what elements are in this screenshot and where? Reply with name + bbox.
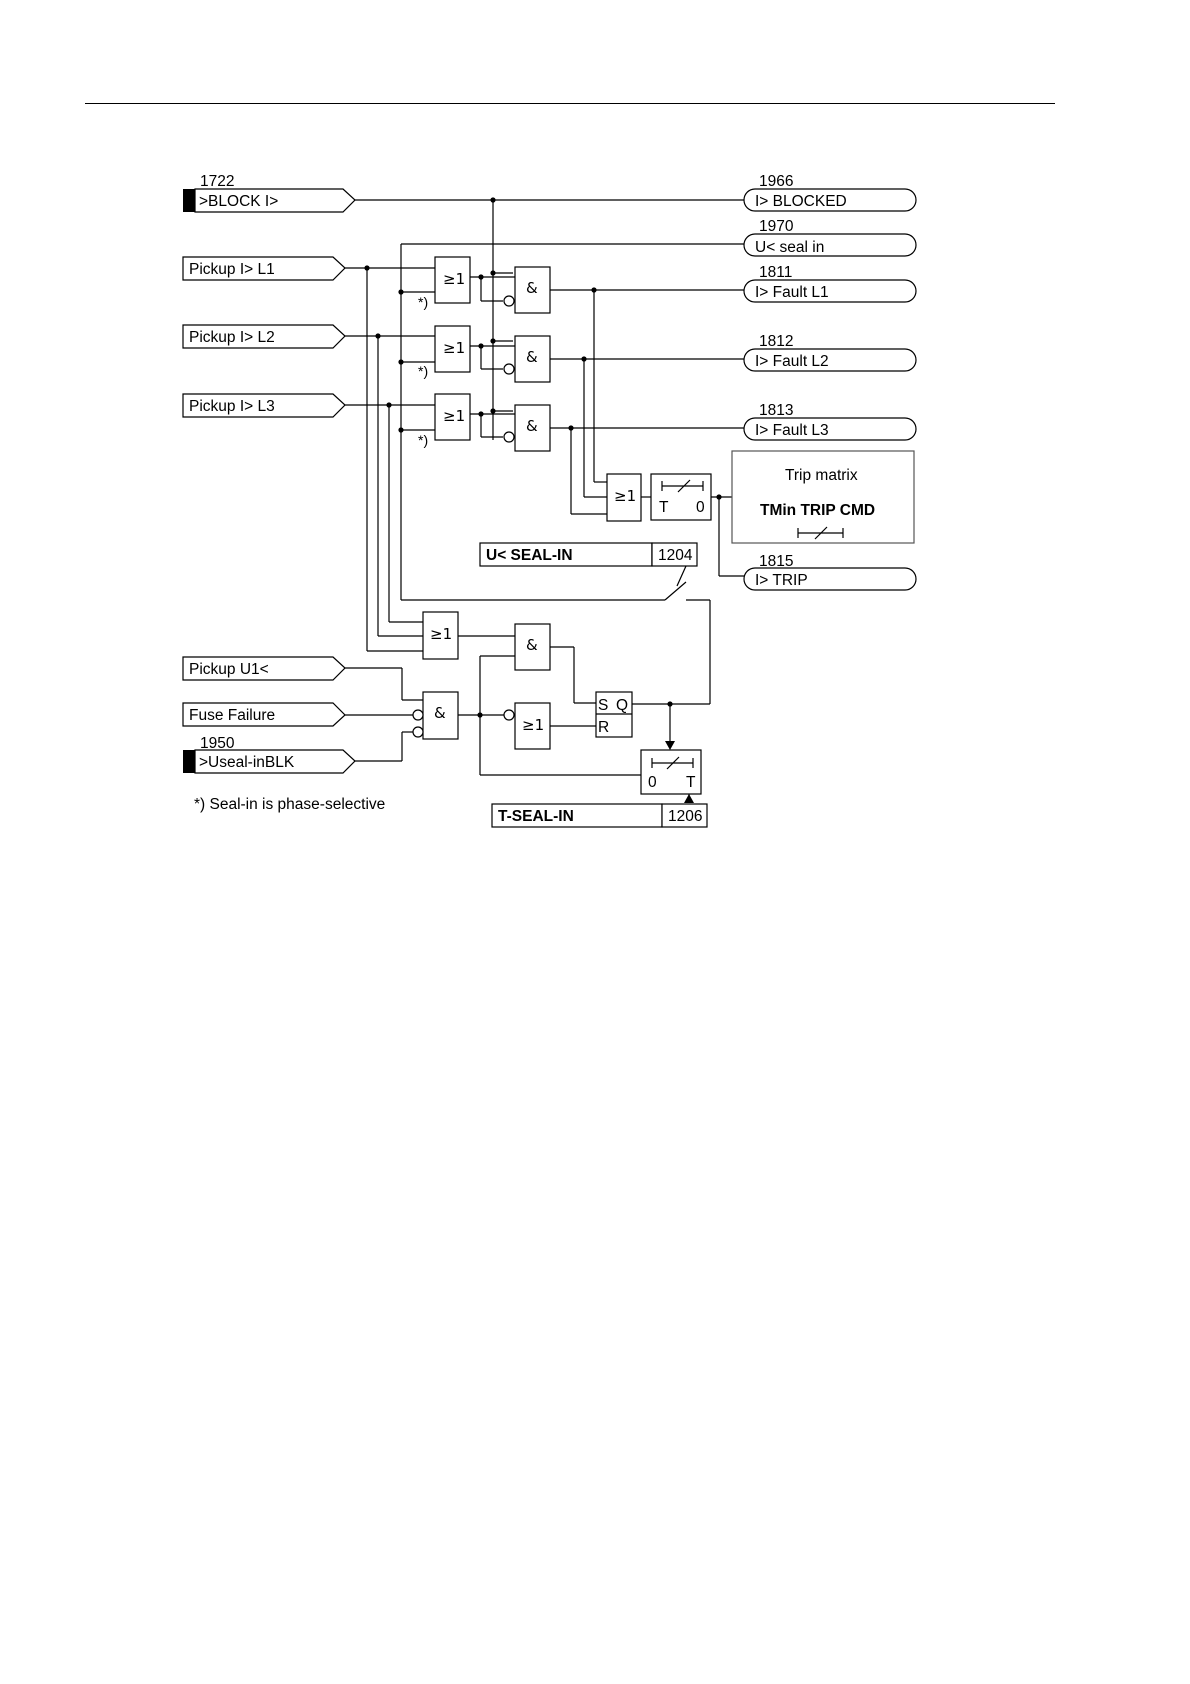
output-fault-l2: 1812 I> Fault L2	[743, 333, 917, 372]
or-gate-l3: ≥1 *)	[418, 393, 471, 448]
footnote: *) Seal-in is phase-selective	[194, 796, 385, 813]
fault-l2-label: I> Fault L2	[755, 353, 829, 370]
flipflop-r: R	[598, 719, 609, 736]
flipflop-s: S	[598, 697, 608, 714]
output-blocked: 1966 I> BLOCKED	[743, 173, 917, 212]
pickup-l1-label: Pickup I> L1	[189, 261, 275, 278]
trip-matrix-subtitle: TMin TRIP CMD	[760, 502, 875, 519]
blocked-label: I> BLOCKED	[755, 193, 847, 210]
and-gate-l2-symbol: &	[526, 348, 538, 366]
and-gate-l2: &	[503, 335, 551, 383]
or-gate-lower: ≥1	[422, 611, 459, 660]
trip-matrix: Trip matrix TMin TRIP CMD	[731, 450, 915, 544]
seal-timer: 0 T	[640, 741, 702, 803]
or-gate-trip: ≥1	[606, 473, 642, 522]
or-gate-l3-note: *)	[418, 432, 428, 448]
input-block-i: 1722 >BLOCK I>	[183, 173, 356, 213]
input-fuse-failure: Fuse Failure	[182, 702, 346, 727]
pickup-l3-label: Pickup I> L3	[189, 398, 275, 415]
output-seal-in: 1970 U< seal in	[743, 218, 917, 257]
useal-blk-label: >Useal-inBLK	[199, 754, 295, 771]
fault-l2-number: 1812	[759, 333, 793, 350]
input-pickup-l1: Pickup I> L1	[182, 256, 346, 281]
or-gate-l2-note: *)	[418, 363, 428, 379]
input-pickup-l3: Pickup I> L3	[182, 393, 346, 418]
and-gate-lower-symbol: &	[526, 636, 538, 654]
or-gate-l2-symbol: ≥1	[443, 339, 465, 357]
input-pickup-l2: Pickup I> L2	[182, 324, 346, 349]
or-gate-reset-symbol: ≥1	[522, 716, 544, 734]
and-gate-voltage-symbol: &	[434, 704, 446, 722]
or-gate-l2: ≥1 *)	[418, 325, 471, 379]
fault-l3-number: 1813	[759, 402, 793, 419]
param-useal-label: U< SEAL-IN	[486, 547, 573, 564]
pickup-l2-label: Pickup I> L2	[189, 329, 275, 346]
and-gate-l3-symbol: &	[526, 417, 538, 435]
fault-l1-label: I> Fault L1	[755, 284, 829, 301]
seal-in-label: U< seal in	[755, 239, 824, 256]
trip-timer-zero: 0	[696, 499, 705, 516]
or-gate-lower-symbol: ≥1	[430, 625, 452, 643]
and-gate-l1: &	[503, 266, 551, 314]
output-fault-l1: 1811 I> Fault L1	[743, 264, 917, 303]
or-gate-l1: ≥1 *)	[418, 256, 471, 310]
param-tseal-number: 1206	[668, 808, 702, 825]
and-gate-l1-symbol: &	[526, 279, 538, 297]
or-gate-l3-symbol: ≥1	[443, 407, 465, 425]
and-gate-lower: &	[514, 623, 551, 671]
junctions	[364, 197, 722, 718]
seal-timer-t: T	[686, 774, 696, 791]
param-useal: U< SEAL-IN 1204	[479, 542, 698, 587]
seal-timer-zero: 0	[648, 774, 657, 791]
fuse-failure-label: Fuse Failure	[189, 707, 275, 724]
fault-l3-label: I> Fault L3	[755, 422, 829, 439]
trip-number: 1815	[759, 553, 793, 570]
trip-label: I> TRIP	[755, 572, 808, 589]
block-i-number: 1722	[200, 173, 234, 190]
or-gate-reset: ≥1	[503, 702, 551, 750]
blocked-number: 1966	[759, 173, 793, 190]
fault-l1-number: 1811	[759, 264, 792, 281]
param-tseal-label: T-SEAL-IN	[498, 808, 574, 825]
or-gate-l1-note: *)	[418, 294, 428, 310]
flipflop-q: Q	[616, 697, 628, 714]
input-useal-blk: 1950 >Useal-inBLK	[183, 735, 356, 774]
pickup-u1-label: Pickup U1<	[189, 661, 269, 678]
output-fault-l3: 1813 I> Fault L3	[743, 402, 917, 441]
or-gate-l1-symbol: ≥1	[443, 270, 465, 288]
param-tseal: T-SEAL-IN 1206	[491, 803, 708, 828]
and-gate-l3: &	[503, 404, 551, 452]
trip-timer-t: T	[659, 499, 669, 516]
or-gate-trip-symbol: ≥1	[614, 487, 636, 505]
sr-flipflop: S Q R	[595, 691, 633, 738]
trip-matrix-title: Trip matrix	[785, 467, 858, 484]
param-useal-number: 1204	[658, 547, 693, 564]
useal-blk-number: 1950	[200, 735, 235, 752]
and-gate-voltage: &	[412, 691, 459, 740]
output-trip: 1815 I> TRIP	[743, 553, 917, 591]
seal-in-number: 1970	[759, 218, 794, 235]
trip-timer: T 0	[650, 473, 712, 521]
block-i-label: >BLOCK I>	[199, 193, 278, 210]
header-rule	[85, 103, 1055, 104]
input-pickup-u1: Pickup U1<	[182, 656, 346, 681]
